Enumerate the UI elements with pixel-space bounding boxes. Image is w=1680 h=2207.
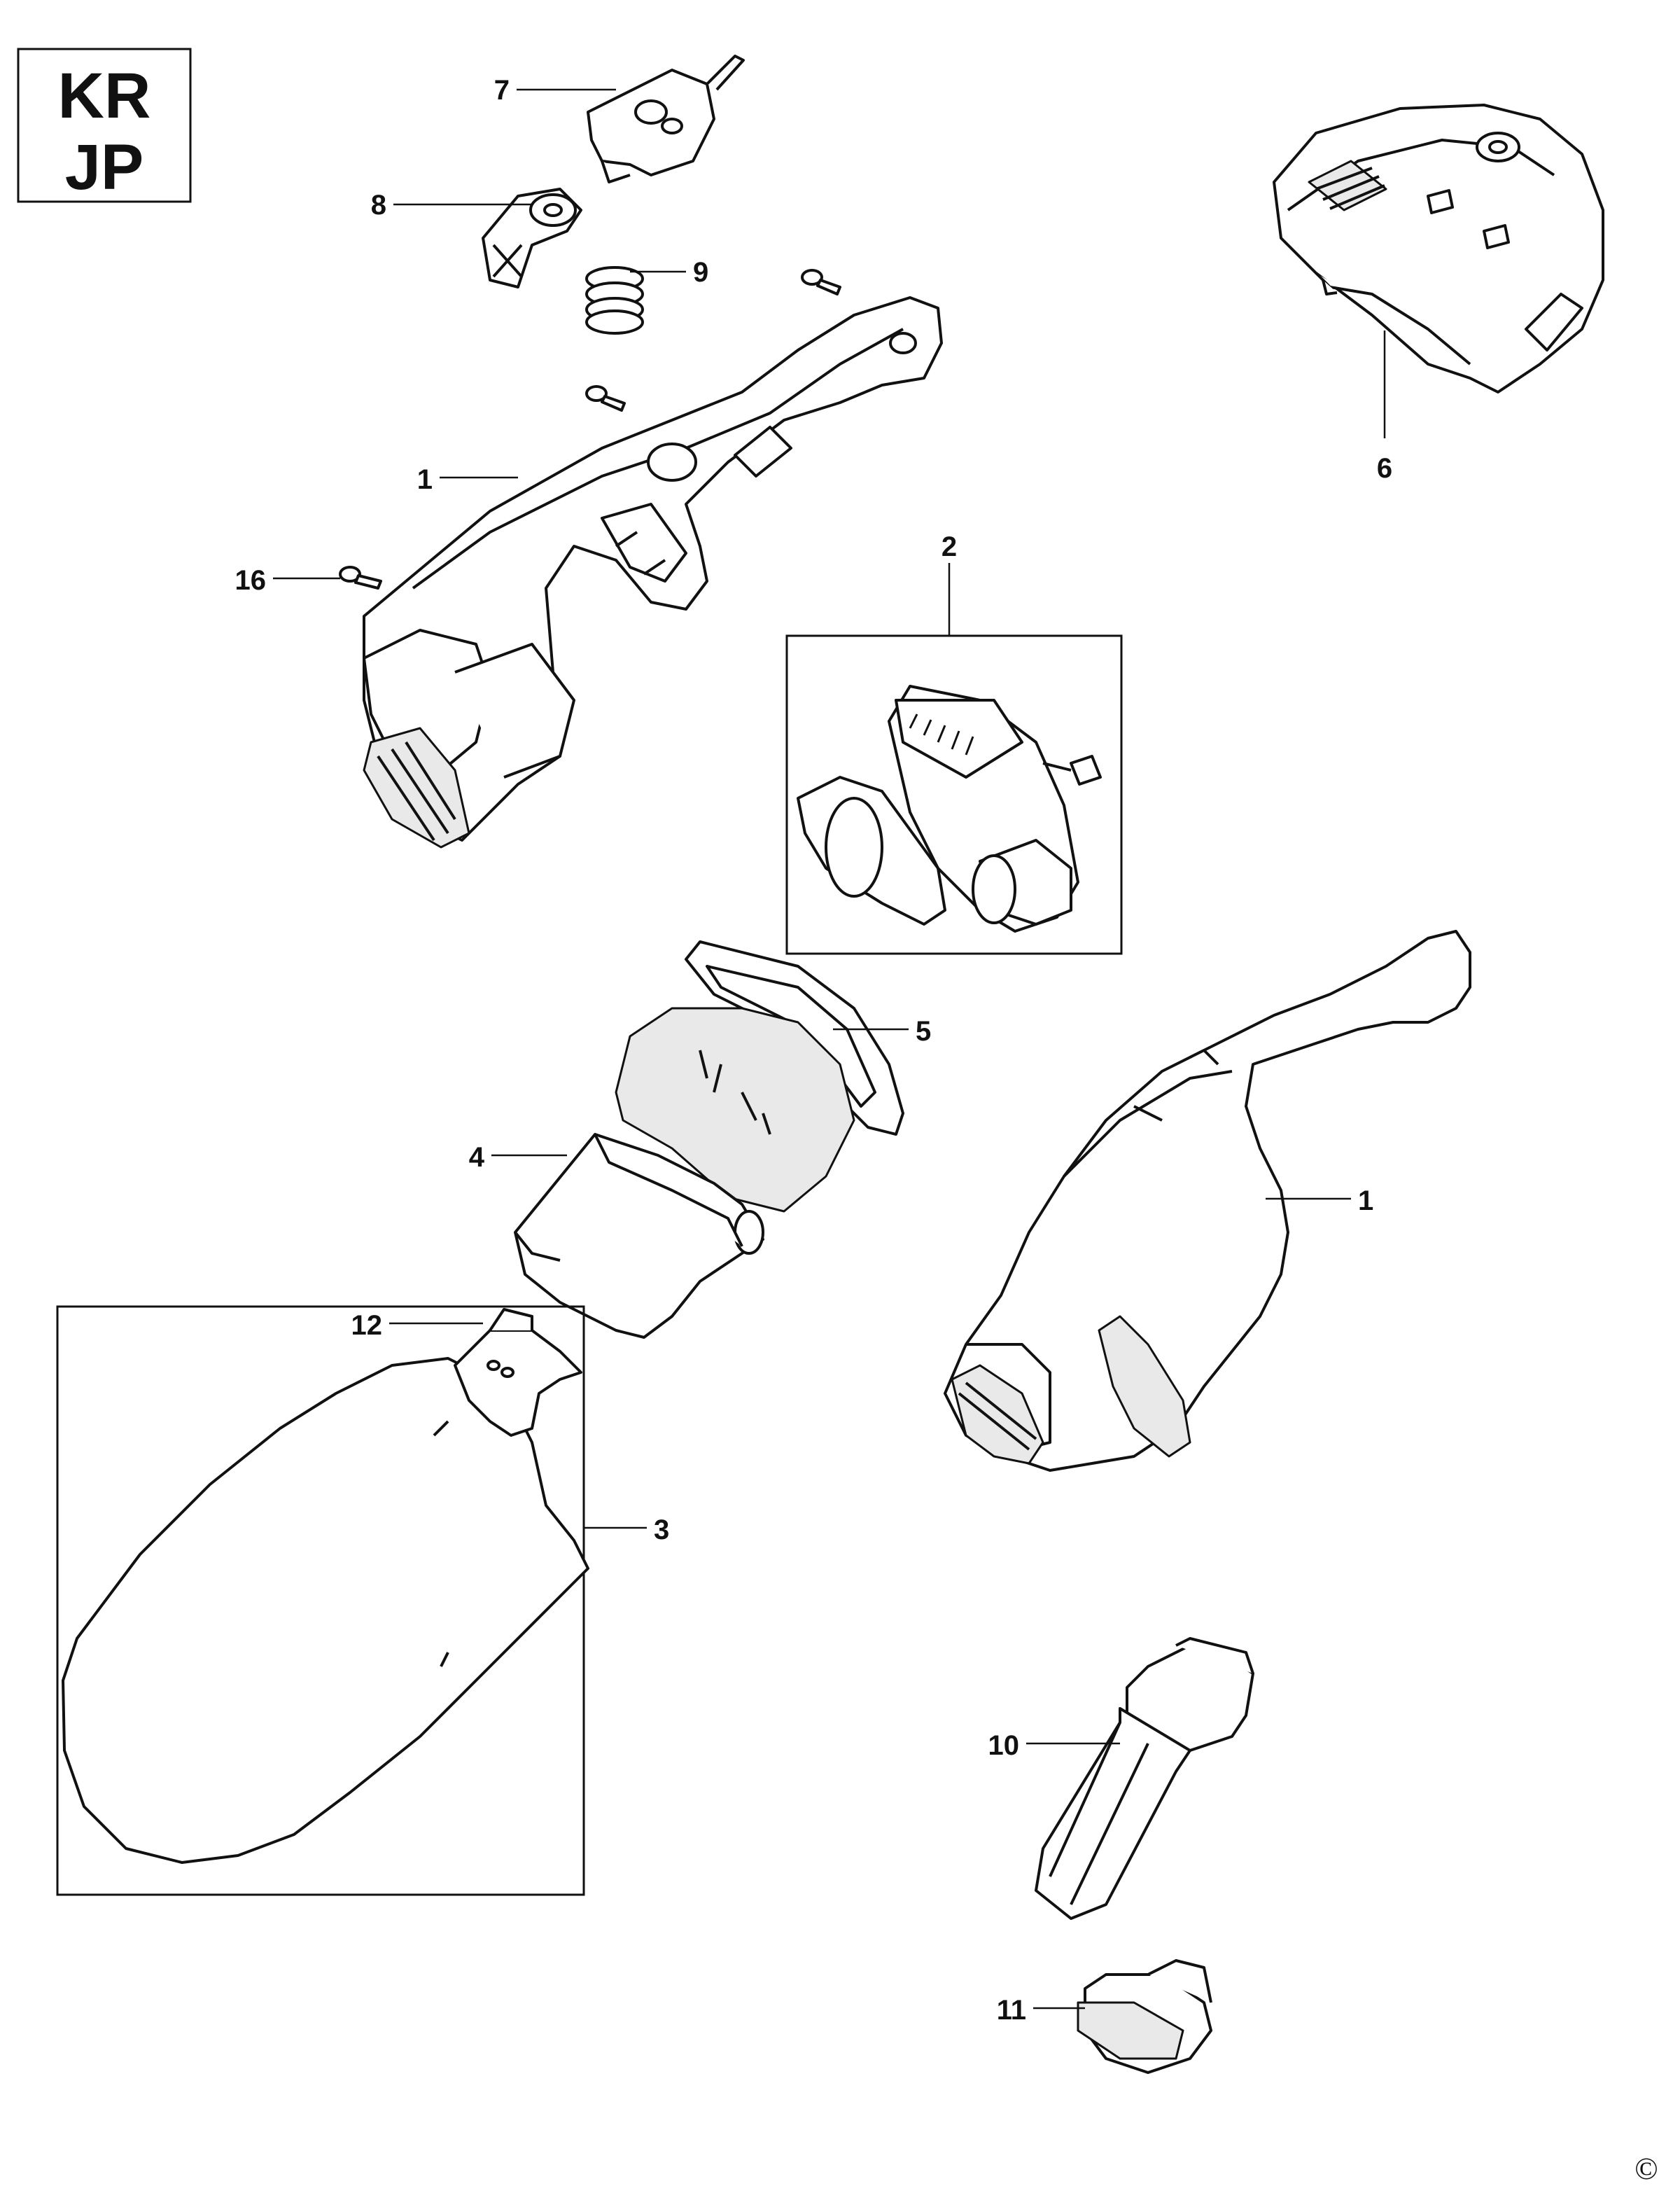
callout-12: 12 [351, 1310, 383, 1341]
part-2-frame [785, 634, 1123, 955]
region-code-box: KR JP [17, 48, 192, 203]
callout-11: 11 [997, 1995, 1026, 2026]
callout-8: 8 [371, 190, 386, 221]
part-12-latch [454, 1308, 582, 1437]
part-5-filter [615, 940, 904, 1213]
part-9-spring [585, 266, 644, 335]
part-3-frame [56, 1305, 585, 1896]
part-10-crevice-tool [1035, 1637, 1254, 1920]
callout-1-right: 1 [1358, 1185, 1373, 1216]
part-11-nozzle-adapter [1077, 1959, 1212, 2074]
callout-2: 2 [941, 531, 957, 562]
callout-5: 5 [916, 1016, 931, 1047]
part-2-motor-assembly [785, 634, 1123, 955]
region-code-frame [17, 48, 192, 203]
callout-1-top: 1 [417, 464, 433, 495]
copyright-mark: © [1634, 2152, 1658, 2186]
part-16-screw [339, 566, 382, 590]
screw-upper [801, 269, 841, 295]
callout-3: 3 [654, 1515, 669, 1545]
part-8-switch-slider [482, 188, 582, 288]
callout-7: 7 [494, 75, 510, 106]
part-4-dust-bowl [514, 1133, 764, 1339]
region-code-jp: JP [65, 132, 144, 203]
part-3-dust-bowl-assembly [56, 1305, 589, 1896]
region-code-kr: KR [58, 60, 151, 132]
part-1-housing-half-right [944, 930, 1471, 1472]
callout-10: 10 [988, 1730, 1020, 1761]
callout-4: 4 [469, 1142, 485, 1173]
callout-9: 9 [693, 257, 708, 288]
part-1-housing-half-top [363, 296, 943, 849]
callout-16: 16 [235, 565, 267, 596]
callout-6: 6 [1377, 453, 1392, 484]
part-6-battery-cover [1273, 104, 1604, 394]
part-7-switch-button [587, 55, 745, 183]
screw-middle [585, 385, 626, 412]
